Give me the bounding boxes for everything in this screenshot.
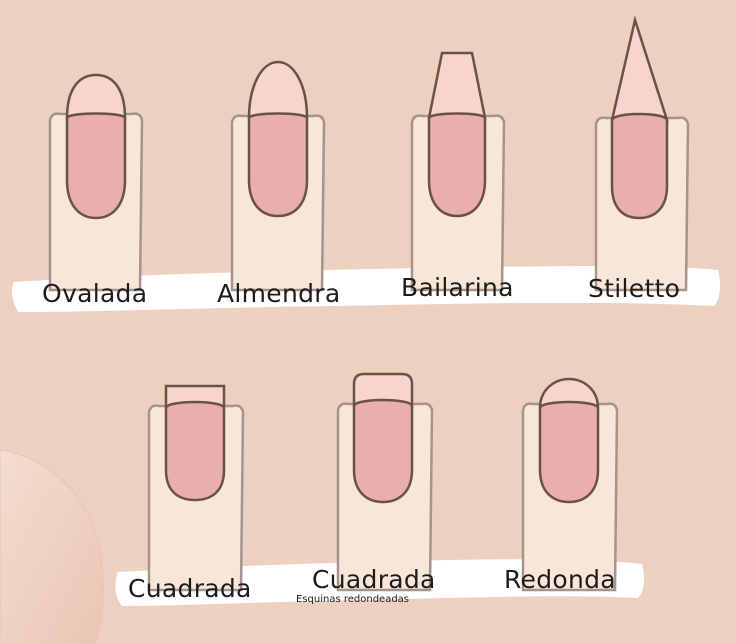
label-bailarina: Bailarina <box>401 273 514 302</box>
nail-tip-almendra <box>247 60 309 120</box>
nail-redonda <box>521 377 619 592</box>
sublabel-esquinas-redondeadas: Esquinas redondeadas <box>296 594 410 605</box>
nail-stiletto <box>594 15 690 292</box>
nail-bed-redonda <box>538 400 600 504</box>
nail-bed-cuadrada <box>164 400 226 502</box>
nail-cuadrada-esquinas <box>336 372 434 592</box>
nail-bed-ovalada <box>65 112 127 220</box>
nail-tip-ovalada <box>65 73 127 120</box>
label-cuadrada: Cuadrada <box>128 574 252 603</box>
background-fingertip <box>0 449 104 643</box>
nail-bailarina <box>410 51 506 292</box>
nail-cuadrada <box>147 384 245 592</box>
nail-tip-cuadrada-esquinas <box>352 372 414 408</box>
nail-ovalada <box>48 73 144 292</box>
nail-almendra <box>230 60 326 292</box>
label-cuadrada-esquinas: Cuadrada <box>312 565 436 594</box>
label-highlight-row-1 <box>11 266 721 312</box>
label-stiletto: Stiletto <box>588 274 681 303</box>
label-almendra: Almendra <box>217 279 341 308</box>
nail-tip-stiletto <box>610 15 669 122</box>
nail-tip-bailarina <box>427 51 487 120</box>
nail-bed-cuadrada-esquinas <box>352 398 414 504</box>
nail-bed-almendra <box>247 112 309 218</box>
nail-bed-stiletto <box>610 112 669 220</box>
nail-bed-bailarina <box>427 112 487 218</box>
nail-tip-redonda <box>538 377 600 410</box>
label-redonda: Redonda <box>504 565 616 594</box>
label-ovalada: Ovalada <box>42 279 148 308</box>
